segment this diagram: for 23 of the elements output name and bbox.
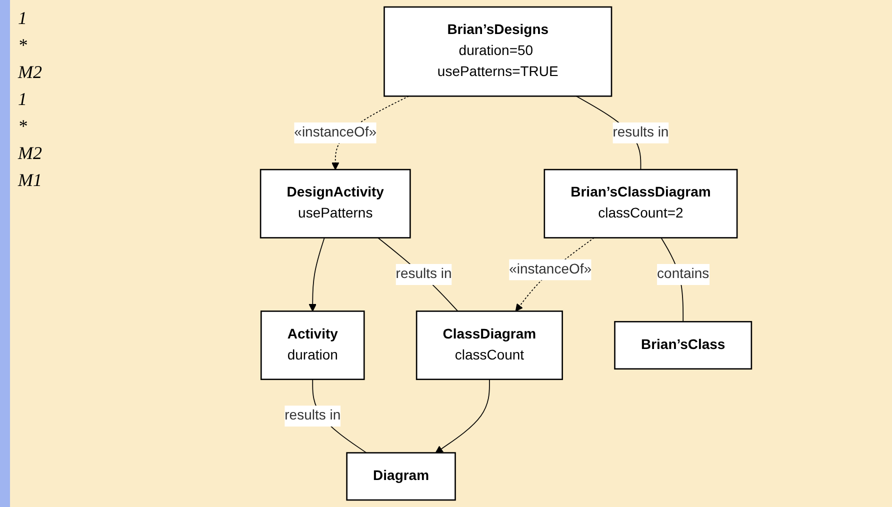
edge-label: results in bbox=[612, 125, 669, 140]
node-box: Brian’sDesigns duration=50 usePatterns=TRUE bbox=[384, 6, 612, 97]
edge-label: contains bbox=[657, 266, 710, 282]
node-box: Activity duration bbox=[260, 310, 365, 380]
edge-label: «instanceOf» bbox=[294, 125, 377, 140]
edge-label: results in bbox=[284, 408, 341, 424]
note-label: 1 bbox=[18, 89, 28, 110]
edge-label: results in bbox=[396, 266, 452, 282]
note-label: M2 bbox=[18, 62, 43, 83]
note-label: * bbox=[18, 35, 28, 56]
arrow bbox=[308, 237, 325, 312]
node-box: Diagram bbox=[346, 452, 456, 501]
connector bbox=[378, 237, 458, 312]
node-box: Brian’sClassDiagram classCount=2 bbox=[544, 168, 738, 238]
edge-label: «instanceOf» bbox=[509, 262, 592, 277]
node-box: DesignActivity usePatterns bbox=[260, 168, 411, 238]
note-label: * bbox=[18, 116, 28, 137]
node-box: ClassDiagram classCount bbox=[416, 310, 563, 380]
node-box: Brian’sClass bbox=[614, 321, 752, 370]
arrow bbox=[435, 378, 490, 454]
note-label: M2 bbox=[18, 143, 43, 164]
note-label: 1 bbox=[18, 8, 28, 29]
note-label: M1 bbox=[18, 170, 43, 191]
